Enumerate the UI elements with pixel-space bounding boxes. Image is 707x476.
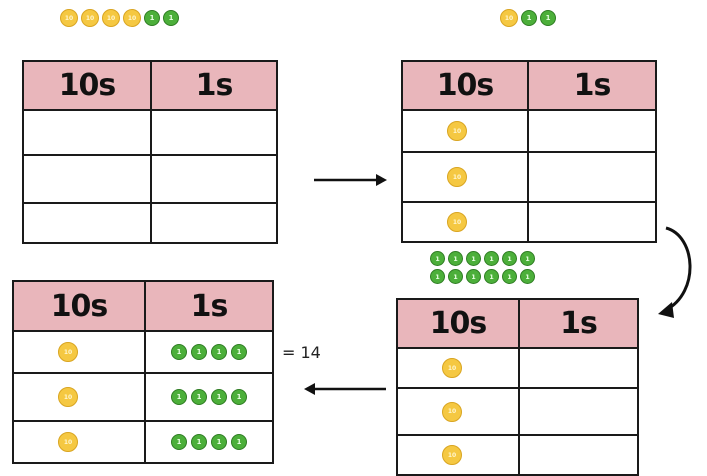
tens-header: 10s (22, 60, 152, 111)
one-coin-icon: 1 (484, 251, 499, 266)
ten-coin-icon: 10 (60, 9, 78, 27)
ones-cell (518, 387, 639, 436)
tens-cell: 10 (396, 434, 520, 476)
ones-header: 1s (150, 60, 278, 111)
one-coin-icon: 1 (231, 389, 247, 405)
ten-coin-icon: 10 (442, 445, 462, 465)
tens-cell: 10 (401, 151, 529, 203)
ten-coin-icon: 10 (123, 9, 141, 27)
tens-header: 10s (396, 298, 520, 349)
tens-cell: 10 (396, 387, 520, 436)
one-coin-icon: 1 (211, 389, 227, 405)
tens-cell: 10 (12, 330, 146, 374)
ones-cell (527, 109, 657, 153)
ones-cell (150, 202, 278, 244)
one-coin-icon: 1 (231, 344, 247, 360)
ten-coin-icon: 10 (500, 9, 518, 27)
one-coin-icon: 1 (430, 251, 445, 266)
ten-coin-icon: 10 (447, 212, 467, 232)
one-coin-icon: 1 (231, 434, 247, 450)
tens-cell (22, 154, 152, 204)
tens-cell (22, 109, 152, 156)
one-coin-icon: 1 (484, 269, 499, 284)
place-value-table-step2: 10s 1s 10 10 10 (401, 60, 657, 243)
one-coin-icon: 1 (171, 434, 187, 450)
ones-header: 1s (518, 298, 639, 349)
place-value-table-step1: 10s 1s (22, 60, 278, 244)
ten-coin-icon: 10 (442, 401, 462, 422)
result-label: = 14 (282, 343, 321, 362)
one-coin-icon: 1 (448, 269, 463, 284)
ones-cell (527, 201, 657, 243)
tens-cell: 10 (401, 201, 529, 243)
tens-cell: 10 (12, 372, 146, 422)
one-coin-icon: 1 (171, 344, 187, 360)
one-coin-icon: 1 (540, 10, 556, 26)
one-coin-icon: 1 (191, 344, 207, 360)
ones-cell (518, 347, 639, 389)
tens-cell: 10 (396, 347, 520, 389)
one-coin-icon: 1 (191, 434, 207, 450)
tens-cell: 10 (401, 109, 529, 153)
place-value-table-step3: 10s 1s 10 10 10 (396, 298, 639, 476)
one-coin-icon: 1 (448, 251, 463, 266)
tens-header: 10s (401, 60, 529, 111)
one-coin-icon: 1 (144, 10, 160, 26)
one-coin-icon: 1 (502, 269, 517, 284)
ten-coin-icon: 10 (442, 358, 462, 378)
ten-coin-icon: 10 (58, 432, 78, 452)
ten-coin-icon: 10 (58, 387, 78, 407)
ones-cell (150, 109, 278, 156)
ten-coin-icon: 10 (81, 9, 99, 27)
one-coin-icon: 1 (163, 10, 179, 26)
one-coin-icon: 1 (466, 251, 481, 266)
one-coin-icon: 1 (191, 389, 207, 405)
ten-coin-icon: 10 (58, 342, 78, 362)
ten-coin-icon: 10 (447, 121, 467, 141)
one-coin-icon: 1 (430, 269, 445, 284)
one-coin-icon: 1 (171, 389, 187, 405)
ones-cell (527, 151, 657, 203)
arrow-right-icon (314, 174, 387, 186)
one-coin-icon: 1 (521, 10, 537, 26)
tens-cell: 10 (12, 420, 146, 464)
one-coin-icon: 1 (520, 269, 535, 284)
tens-header: 10s (12, 280, 146, 332)
ones-header: 1s (527, 60, 657, 111)
arrow-left-icon (304, 383, 386, 395)
ones-cell (150, 154, 278, 204)
tens-cell (22, 202, 152, 244)
one-coin-icon: 1 (211, 344, 227, 360)
ones-header: 1s (144, 280, 274, 332)
one-coin-icon: 1 (502, 251, 517, 266)
ones-cell (518, 434, 639, 476)
one-coin-icon: 1 (466, 269, 481, 284)
ten-coin-icon: 10 (447, 167, 467, 187)
ten-coin-icon: 10 (102, 9, 120, 27)
curved-arrow-icon (658, 226, 692, 318)
one-coin-icon: 1 (211, 434, 227, 450)
one-coin-icon: 1 (520, 251, 535, 266)
